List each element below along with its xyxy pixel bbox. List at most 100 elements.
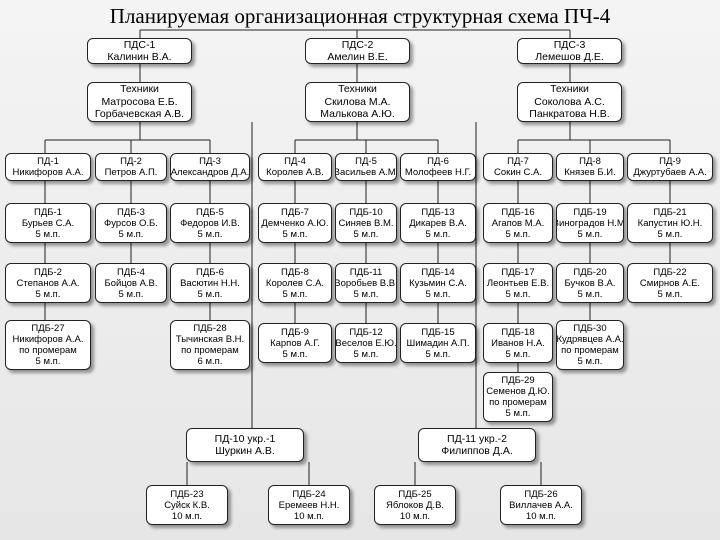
box-text-line: Виноградов Н.М. [556,217,624,229]
box-text-line: Кузьмин С.А. [409,277,467,289]
box-text-line: Синяев В.М. [338,217,394,229]
box-text-line: 5 м.п. [577,356,603,367]
box-text-line: 5 м.п. [657,228,683,240]
box-text-line: ПД-1 [37,156,59,167]
box-text-line: ПДБ-2 [34,266,62,278]
box-text-line: ПДБ-17 [501,266,535,278]
box-text-line: 5 м.п. [353,228,379,240]
box-text-line: по промерам [181,345,239,356]
box-text-line: ПДБ-22 [653,266,687,278]
box-text-line: Горбачевская А.В. [94,108,185,121]
box-text-line: по промерам [561,345,619,356]
box-text-line: Иванов Н.А. [491,337,545,349]
box-text-line: Сокин С.А. [494,167,542,178]
box-text-line: Панкратова Н.В. [529,108,610,121]
box-text-line: Демченко А.Ю. [261,217,329,229]
box-text-line: ПДБ-18 [501,326,535,338]
box-text-line: Агапов М.А. [491,217,545,229]
box-text-line: ПДБ-19 [573,206,607,218]
box-text-line: Воробьев В.В. [335,277,397,289]
box-text-line: Скилова М.А. [324,95,391,108]
box-text-line: Семенов Д.Ю. [486,386,550,397]
box-text-line: ПД-2 [120,156,142,167]
box-text-line: ПДБ-6 [196,266,224,278]
box-text-line: ПДС-3 [553,38,586,51]
box-text-line: 5 м.п. [425,288,451,300]
box-text-line: Капустин Ю.Н. [637,217,703,229]
box-text-line: Федоров И.В. [180,217,240,229]
box-text-line: Техники [120,83,159,96]
box-text-line: 5 м.п. [353,348,379,360]
box-text-line: Лемешов Д.Е. [535,51,604,63]
box-text-line: ПД-11 укр.-2 [447,432,507,445]
box-text-line: Никифоров А.А. [12,334,84,345]
box-text-line: Веселов Е.Ю. [335,337,397,349]
box-text-line: ПДБ-26 [524,488,558,500]
box-text-line: ПДБ-1 [34,206,62,218]
box-text-line: 5 м.п. [657,288,683,300]
box-text-line: ПДБ-8 [281,266,309,278]
box-text-line: Королев С.А. [265,277,325,289]
box-text-line: по промерам [489,397,547,408]
box-text-line: Яблоков Д.В. [385,499,445,511]
box-text-line: ПДБ-7 [281,206,309,218]
box-text-line: Никифоров А.А. [12,167,84,178]
box-text-line: Степанов А.А. [16,277,80,289]
box-text-line: Матросова Е.Б. [101,95,178,108]
box-text-line: Шимадин А.П. [406,337,470,349]
box-text-line: ПДБ-11 [349,266,383,278]
box-text-line: ПДС-2 [341,38,374,51]
box-text-line: Князев Б.И. [564,167,616,178]
box-text-line: Дикарев В.А. [409,217,467,229]
box-text-line: Тычинская В.Н. [175,334,245,345]
box-text-line: ПДБ-24 [292,488,326,500]
box-text-line: 6 м.п. [197,356,223,367]
box-text-line: по промерам [19,345,77,356]
box-text-line: ПДБ-16 [501,206,535,218]
box-text-line: ПДБ-29 [501,375,535,386]
box-text-line: ПДБ-23 [170,488,204,500]
box-text-line: 5 м.п. [118,288,144,300]
box-text-line: Королев А.В. [266,167,324,178]
box-text-line: 5 м.п. [425,348,451,360]
box-text-line: ПДБ-21 [653,206,687,218]
box-text-line: 5 м.п. [197,288,223,300]
box-text-line: 5 м.п. [505,288,531,300]
box-text-line: Леонтьев Е.В. [486,277,550,289]
box-text-line: ПДБ-27 [31,323,65,334]
box-text-line: Соколова А.С. [534,95,605,108]
box-text-line: ПД-10 укр.-1 [214,432,276,445]
box-text-line: 5 м.п. [35,288,61,300]
box-text-line: 5 м.п. [353,288,379,300]
box-text-line: ПДБ-4 [117,266,145,278]
box-text-line: Шуркин А.В. [215,445,275,457]
box-text-line: 5 м.п. [505,408,531,419]
box-text-line: Петров А.П. [104,167,158,178]
